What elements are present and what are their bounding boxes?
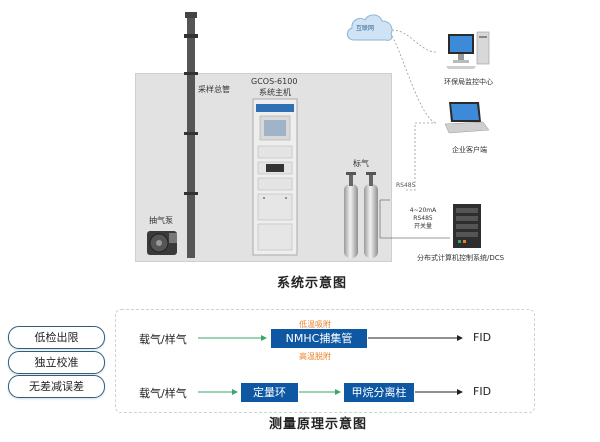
gas-label: 标气	[353, 159, 369, 168]
sampling-pipe-icon	[184, 12, 198, 258]
desktop-computer-icon	[446, 31, 490, 69]
host-model-label: GCOS-6100	[251, 77, 298, 86]
dcs-rack-icon	[453, 204, 481, 248]
line-cloud-to-monitor	[391, 29, 437, 53]
dcs-label: 分布式计算机控制系统/DCS	[417, 254, 505, 262]
dcs-signal-1: 4~20mA	[409, 207, 437, 214]
laptop-icon	[444, 102, 489, 134]
dcs-signal-3: 开关量	[413, 223, 432, 230]
cloud-icon	[346, 14, 393, 41]
row2-input-label: 载气/样气	[139, 387, 187, 400]
host-name-label: 系统主机	[259, 88, 291, 97]
enterprise-label: 企业客户端	[452, 146, 487, 154]
methane-column-box: 甲烷分离柱	[344, 383, 414, 402]
row2-output-label: FID	[473, 385, 492, 398]
system-diagram-caption: 系统示意图	[277, 276, 348, 291]
gas-cylinder-icon	[344, 172, 378, 258]
feature-badge-low-detection: 低检出限	[8, 326, 105, 349]
row1-bottom-note: 高温脱附	[299, 352, 331, 361]
principle-diagram-frame	[115, 309, 535, 413]
row1-output-label: FID	[473, 331, 492, 344]
monitor-center-label: 环保局监控中心	[444, 78, 493, 86]
host-cabinet-icon	[252, 98, 298, 256]
feature-badge-independent-calibration: 独立校准	[8, 351, 105, 374]
nmhc-trap-box: NMHC捕集管	[271, 329, 367, 348]
line-cloud-to-enterprise	[391, 35, 437, 124]
line-rs485	[406, 122, 436, 191]
sampling-pipe-label: 采样总管	[198, 85, 230, 94]
dcs-signal-2: RS485	[413, 215, 433, 222]
feature-badge-no-subtraction-error: 无差减误差	[8, 375, 105, 398]
rs485-label: RS485	[396, 182, 416, 189]
pump-label: 抽气泵	[149, 216, 173, 225]
row1-top-note: 低温吸附	[299, 320, 331, 329]
row1-input-label: 载气/样气	[139, 333, 187, 346]
cloud-label: 互联网	[356, 25, 375, 32]
pump-icon	[147, 231, 177, 255]
principle-diagram-caption: 测量原理示意图	[269, 417, 368, 432]
quantitative-loop-box: 定量环	[241, 383, 298, 402]
